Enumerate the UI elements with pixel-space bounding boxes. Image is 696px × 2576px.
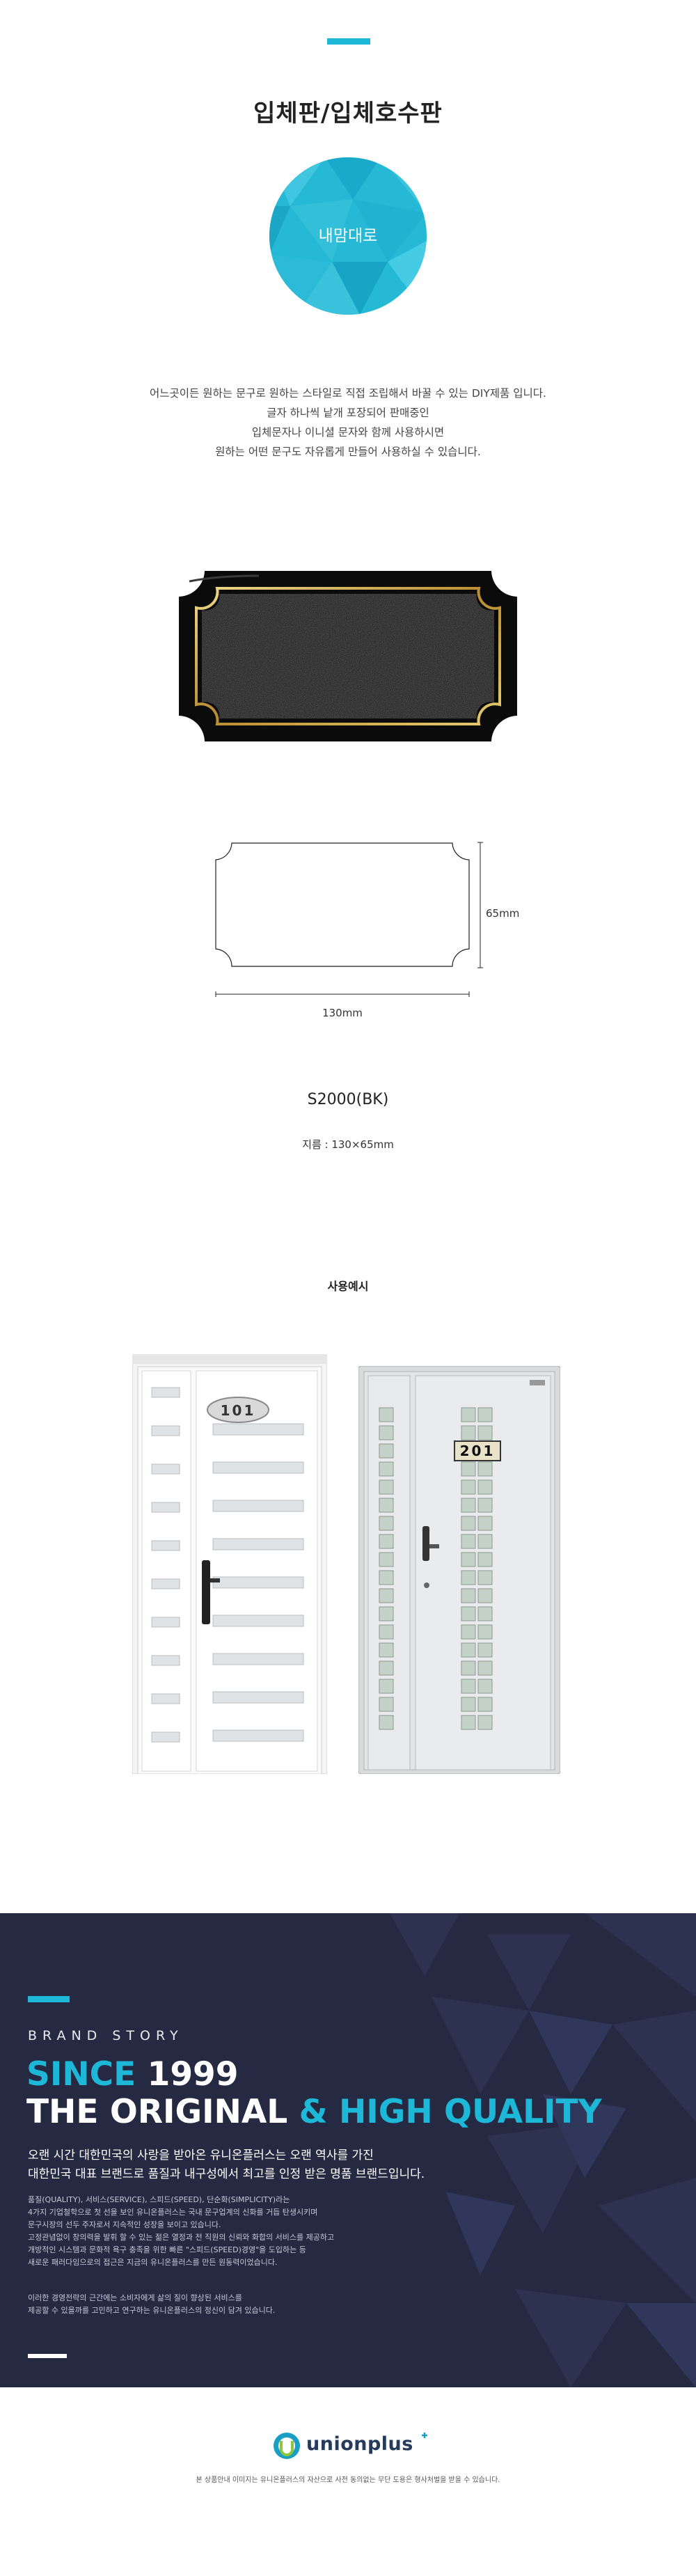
brand-bottom-bar <box>28 2354 67 2358</box>
hexagon-pattern-icon <box>390 1913 696 2387</box>
door-example-1: 101 <box>132 1353 328 1775</box>
brand-lead-line: 오랜 시간 대한민국의 사랑을 받아온 유니온플러스는 오랜 역사를 가진 <box>28 2149 374 2162</box>
model-name: S2000(BK) <box>307 1091 389 1108</box>
brand-story-label: BRAND STORY <box>28 2028 184 2043</box>
brand-headline: SINCE 1999 THE ORIGINAL & HIGH QUALITY <box>26 2056 602 2131</box>
brand-body-line: 개방적인 시스템과 문화적 욕구 충족을 위한 빠른 "스피드(SPEED)경영… <box>28 2245 306 2254</box>
description-line: 글자 하나씩 낱개 포장되어 판매중인 <box>267 407 429 419</box>
brand-body-line: 품질(QUALITY), 서비스(SERVICE), 스피드(SPEED), 단… <box>28 2195 290 2204</box>
brand-closing-line: 제공할 수 있을까를 고민하고 연구하는 유니온플러스의 정신이 담겨 있습니다… <box>28 2306 276 2315</box>
brand-body-line: 문구시장의 선두 주자로서 지속적인 성장을 보이고 있습니다. <box>28 2220 221 2229</box>
description: 어느곳이든 원하는 문구로 원하는 스타일로 직접 조립해서 바꿀 수 있는 D… <box>0 384 696 462</box>
brand-story-section: BRAND STORY SINCE 1999 THE ORIGINAL & HI… <box>0 1913 696 2387</box>
triangle-pattern-icon <box>269 157 427 315</box>
description-line: 원하는 어떤 문구도 자유롭게 만들어 사용하실 수 있습니다. <box>215 446 481 458</box>
brand-body-line: 고정관념없이 창의력을 발휘 할 수 있는 젊은 열정과 전 직원의 신뢰와 화… <box>28 2233 335 2242</box>
brand-body-line: 새로운 패러다임으로의 접근은 지금의 유니온플러스를 만든 원동력이었습니다. <box>28 2258 278 2267</box>
dimension-drawing: 65mm 130mm <box>209 835 519 1023</box>
brand-body: 품질(QUALITY), 서비스(SERVICE), 스피드(SPEED), 단… <box>28 2194 334 2269</box>
original-prefix: THE ORIGINAL <box>26 2093 288 2131</box>
door-example-2: 201 <box>358 1365 561 1775</box>
door-number-101: 101 <box>220 1402 256 1419</box>
description-line: 어느곳이든 원하는 문구로 원하는 스타일로 직접 조립해서 바꿀 수 있는 D… <box>150 387 546 400</box>
height-label: 65mm <box>486 907 520 920</box>
copyright-note: 본 상품안내 이미지는 유니온플러스의 자산으로 사전 동의없는 무단 도용은 … <box>196 2476 500 2484</box>
brand-body-line: 4가지 기업철학으로 첫 선을 보인 유니온플러스는 국내 문구업계의 신화를 … <box>28 2208 318 2217</box>
brand-lead: 오랜 시간 대한민국의 사랑을 받아온 유니온플러스는 오랜 역사를 가진 대한… <box>28 2146 425 2184</box>
product-image <box>175 567 521 745</box>
badge-label: 내맘대로 <box>318 227 378 245</box>
unionplus-logo: unionplus <box>271 2428 432 2463</box>
usage-title: 사용예시 <box>327 1280 369 1293</box>
brand-accent-bar <box>28 1996 70 2002</box>
original-suffix: & HIGH QUALITY <box>287 2093 602 2131</box>
brand-lead-line: 대한민국 대표 브랜드로 품질과 내구성에서 최고를 인정 받은 명품 브랜드입… <box>28 2167 425 2181</box>
since-year: 1999 <box>136 2055 239 2094</box>
badge-circle: 내맘대로 <box>269 157 427 315</box>
brand-closing-line: 이러한 경영전략의 근간에는 소비자에게 삶의 질이 향상된 서비스를 <box>28 2293 242 2302</box>
page-title: 입체판/입체호수판 <box>253 100 443 127</box>
size-label: 지름 : 130×65mm <box>302 1138 394 1151</box>
since-prefix: SINCE <box>26 2055 136 2094</box>
width-label: 130mm <box>322 1007 363 1019</box>
logo-text: unionplus <box>306 2433 413 2455</box>
description-line: 입체문자나 이니셜 문자와 함께 사용하시면 <box>251 426 445 439</box>
accent-bar <box>327 38 370 45</box>
door-number-201: 201 <box>459 1443 496 1459</box>
brand-closing: 이러한 경영전략의 근간에는 소비자에게 삶의 질이 향상된 서비스를 제공할 … <box>28 2292 275 2317</box>
